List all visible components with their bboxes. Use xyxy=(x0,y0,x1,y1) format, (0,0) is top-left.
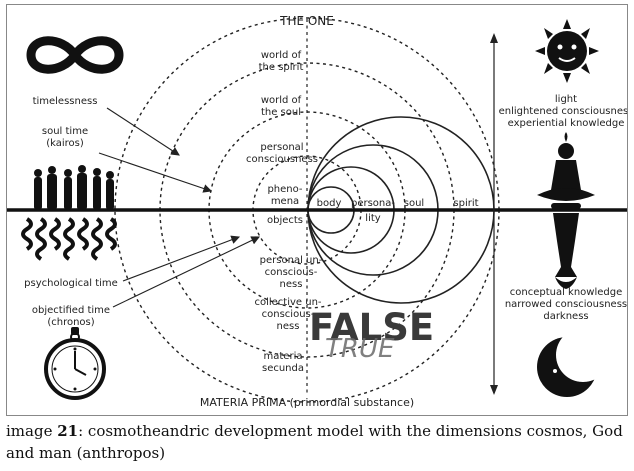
label-psychological-time: psychological time xyxy=(24,278,118,289)
arrow-objectified-time xyxy=(112,236,260,308)
label-experiential-knowledge: experiential knowledge xyxy=(508,118,625,129)
label-personality-2: lity xyxy=(365,213,380,224)
label-light: light xyxy=(555,94,577,105)
caption-text: : cosmotheandric development model with … xyxy=(6,422,623,462)
label-phenomena-1: pheno- xyxy=(267,184,302,195)
label-soul-time-1: soul time xyxy=(42,126,88,137)
title-the-one: THE ONE xyxy=(279,14,334,28)
label-personal-consciousness-1: personal xyxy=(260,142,303,153)
sun-icon xyxy=(535,19,599,83)
label-materia-secunda-2: secunda xyxy=(262,363,304,374)
label-collective-unconsciousness-1: collective un- xyxy=(254,297,321,308)
arrow-psychological-time xyxy=(122,235,241,282)
label-conceptual-knowledge: conceptual knowledge xyxy=(510,287,623,298)
label-phenomena-2: mena xyxy=(271,196,299,207)
label-world-spirit-1: world of xyxy=(261,50,302,61)
label-world-spirit-2: the spirit xyxy=(259,62,304,73)
label-objects: objects xyxy=(267,215,303,226)
right-arrow-head-up xyxy=(490,33,498,43)
right-arrow-head-down xyxy=(490,385,498,395)
infinity-icon xyxy=(26,36,124,74)
label-narrowed-consciousness: narrowed consciousness xyxy=(505,299,627,310)
figure-reflection-icon xyxy=(553,213,579,289)
label-world-soul-2: the soul xyxy=(261,107,301,118)
label-collective-unconsciousness-3: ness xyxy=(277,321,300,332)
label-timelessness: timelessness xyxy=(33,96,98,107)
pocket-watch-icon xyxy=(44,327,106,400)
label-objectified-time-2: (chronos) xyxy=(47,317,94,328)
label-personal-consciousness-2: consciousness xyxy=(246,154,318,165)
label-soul-time-2: (kairos) xyxy=(46,138,84,149)
label-collective-unconsciousness-2: conscious- xyxy=(262,309,315,320)
label-personal-unconsciousness-1: personal un- xyxy=(260,255,323,266)
meditating-figure-icon xyxy=(537,132,595,209)
arrow-soul-time xyxy=(98,152,213,193)
diagram-frame: THE ONE MATERIA PRIMA (primordial substa… xyxy=(6,4,633,416)
label-enlightened-consciousness: enlightened consciousness xyxy=(499,106,627,117)
label-darkness: darkness xyxy=(543,311,588,322)
label-materia-secunda-1: materia xyxy=(264,351,303,362)
label-personality-1: persona- xyxy=(351,198,395,209)
label-soul-circle: soul xyxy=(404,198,424,209)
label-objectified-time-1: objectified time xyxy=(32,305,110,316)
overlay-true: TRUE xyxy=(325,334,395,364)
label-personal-unconsciousness-3: ness xyxy=(280,279,303,290)
overlay-false: FALSE xyxy=(309,306,434,349)
people-silhouettes-icon xyxy=(34,165,114,210)
arrow-timelessness xyxy=(106,107,180,156)
caption-number: 21 xyxy=(57,422,79,440)
label-world-soul-1: world of xyxy=(261,95,302,106)
cosmotheandric-diagram: THE ONE MATERIA PRIMA (primordial substa… xyxy=(7,14,633,409)
title-materia-prima: MATERIA PRIMA (primordial substance) xyxy=(200,396,414,409)
label-personal-unconsciousness-2: conscious- xyxy=(265,267,318,278)
figure-caption: image 21: cosmotheandric development mod… xyxy=(6,420,628,464)
people-reflection-icon xyxy=(21,217,117,261)
label-body: body xyxy=(317,198,342,209)
label-spirit-circle: spirit xyxy=(453,198,478,209)
crescent-moon-icon xyxy=(537,328,610,397)
caption-prefix: image xyxy=(6,422,58,440)
